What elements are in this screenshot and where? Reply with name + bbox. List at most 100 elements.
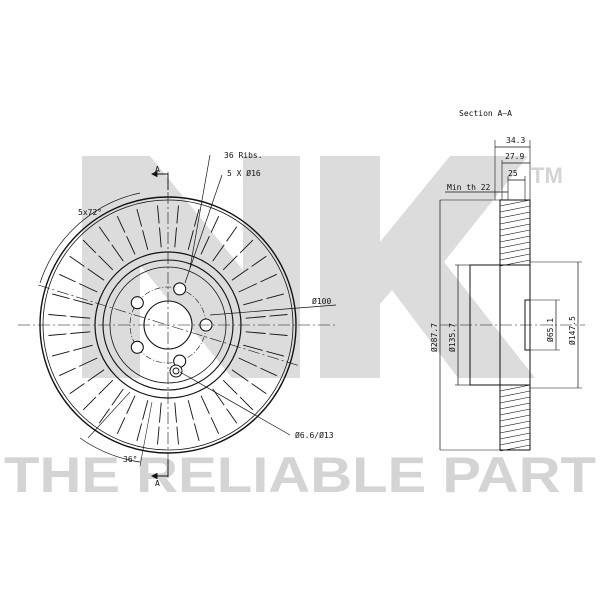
vent-slot	[126, 236, 136, 255]
vent-slot	[73, 299, 93, 306]
logo-n-shape	[82, 156, 300, 378]
holes-leader	[184, 174, 223, 284]
hub-diameter-dimension: Ø147.5	[567, 316, 577, 345]
hatch-line	[499, 438, 531, 446]
vent-slot	[82, 396, 97, 411]
vent-slot	[157, 426, 160, 445]
hatch-line	[499, 247, 531, 255]
pcd-label: Ø100	[312, 296, 331, 306]
section-mark-top	[150, 170, 169, 190]
vent-slot	[98, 408, 110, 424]
vent-slot	[48, 314, 67, 317]
ventilation-slots	[48, 205, 288, 445]
ribs-label: 36 Ribs.	[224, 151, 263, 160]
vent-slot	[266, 293, 285, 300]
pcd-leader	[209, 304, 337, 316]
vent-slot	[231, 369, 249, 382]
front-view: A A 36 Ribs. 5 X Ø16 5x72° Ø100 Ø6.6/Ø13…	[18, 151, 338, 488]
hatch-line	[499, 390, 531, 398]
hatch-line	[499, 414, 531, 422]
vent-slot	[69, 255, 85, 267]
vent-slot	[193, 208, 200, 227]
hatch-line	[499, 384, 531, 392]
small-hole-leader	[179, 371, 291, 436]
vent-slot	[200, 395, 210, 414]
vent-slot	[111, 244, 124, 262]
thickness-dimension: 34.3	[506, 136, 525, 145]
hatch-line	[499, 396, 531, 404]
vent-slot	[174, 402, 177, 423]
rib-angle-arc	[79, 437, 141, 463]
vent-slot	[260, 273, 277, 283]
rib-angle-label: 36°	[123, 455, 137, 464]
vent-slot	[79, 357, 98, 367]
vent-slot	[111, 388, 124, 406]
outer-diameter-dimension: Ø287.7	[429, 323, 439, 352]
hatch-line	[499, 199, 531, 207]
vent-slot	[116, 417, 126, 434]
vent-slot	[126, 395, 136, 414]
section-title: Section A–A	[459, 109, 512, 118]
hatch-line	[499, 241, 531, 249]
vent-slot	[243, 344, 263, 351]
hatch-line	[499, 229, 531, 237]
hatch-line	[499, 217, 531, 225]
vent-slot	[222, 379, 238, 395]
vent-slot	[245, 316, 266, 319]
rib-angle-ext-2	[139, 401, 153, 467]
hatch-line	[499, 235, 531, 243]
bolt-holes	[130, 282, 213, 368]
vent-slot	[73, 344, 93, 351]
vent-slot	[251, 255, 267, 267]
vent-slot	[142, 400, 149, 420]
vent-slot	[269, 314, 288, 317]
hatch-line	[499, 420, 531, 428]
vent-slot	[260, 367, 277, 377]
section-view: Section A–A	[429, 109, 585, 452]
vent-slot	[187, 400, 194, 420]
vent-slot	[269, 333, 288, 336]
bolt-angle-arc	[39, 192, 141, 284]
vent-slot	[70, 316, 91, 319]
vent-slot	[136, 208, 143, 227]
vent-slot	[193, 423, 200, 442]
locating-hole-inner	[172, 367, 180, 375]
vent-slot	[51, 293, 70, 300]
hatch-line	[499, 408, 531, 416]
vent-slot	[69, 383, 85, 395]
vent-slot	[251, 383, 267, 395]
vent-slot	[159, 402, 162, 423]
hatch-line	[499, 426, 531, 434]
vent-slot	[238, 357, 257, 367]
vent-slot	[222, 255, 238, 271]
vent-slot	[98, 379, 114, 395]
vent-slot	[176, 426, 179, 445]
vent-slot	[226, 226, 238, 242]
bolt-hole	[130, 296, 144, 310]
section-mark-bottom	[150, 460, 169, 480]
vent-slot	[238, 283, 257, 293]
hatch-line	[499, 444, 531, 452]
holes-label: 5 X Ø16	[227, 168, 261, 178]
vent-slot	[210, 417, 220, 434]
vent-slot	[266, 350, 285, 357]
diagonal-center-line	[37, 284, 301, 367]
vent-slot	[174, 227, 177, 248]
vent-slot	[59, 273, 76, 283]
vent-slot	[176, 205, 179, 224]
hatch-line	[499, 402, 531, 410]
vent-slot	[87, 268, 105, 281]
bolt-angle-label: 5x72°	[78, 208, 102, 217]
watermark-tagline: THE RELIABLE PART	[4, 447, 596, 503]
vent-slot	[226, 408, 238, 424]
bolt-hole	[173, 282, 187, 296]
locating-hole	[169, 364, 183, 378]
rib-angle-ext-1	[87, 391, 131, 439]
hatch-line	[499, 432, 531, 440]
vent-slot	[79, 283, 98, 293]
vent-slot	[187, 230, 194, 250]
hatch-line	[499, 259, 531, 267]
vent-slot	[243, 299, 263, 306]
vent-slot	[212, 244, 225, 262]
